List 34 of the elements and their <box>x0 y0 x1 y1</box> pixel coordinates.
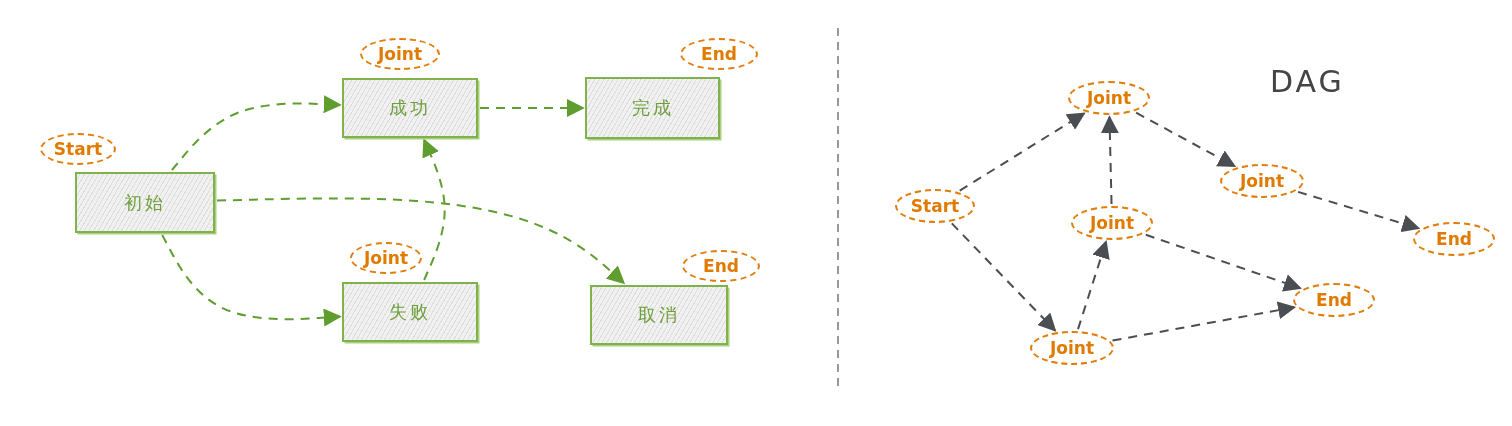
state-ellipse: End <box>682 250 760 282</box>
state-ellipse: Joint <box>1068 81 1150 115</box>
state-ellipse: Joint <box>350 242 422 274</box>
state-ellipse: Joint <box>1030 331 1114 365</box>
state-ellipse: Start <box>40 133 116 165</box>
dashed-arrow <box>1077 240 1110 331</box>
state-ellipse: Joint <box>1071 206 1153 240</box>
state-label: 初始 <box>124 190 166 215</box>
diagram-title: DAG <box>1270 64 1345 99</box>
state-label: 成功 <box>389 96 431 120</box>
state-ellipse: End <box>1413 222 1495 256</box>
dashed-arrow <box>1100 115 1119 205</box>
state-box <box>75 172 215 233</box>
state-box <box>342 78 478 138</box>
dashed-arrow <box>1135 111 1237 168</box>
state-label: 完成 <box>631 96 674 120</box>
state-box <box>590 285 728 345</box>
state-ellipse: Joint <box>1220 164 1304 198</box>
state-ellipse: Start <box>895 189 975 223</box>
dashed-arrow <box>479 99 585 117</box>
dashed-arrow <box>1297 190 1421 233</box>
state-box <box>342 282 478 342</box>
dashed-arrow <box>161 234 342 327</box>
dashed-arrow <box>1111 301 1297 342</box>
state-label: 取消 <box>638 303 680 327</box>
state-ellipse: End <box>680 38 758 70</box>
state-label: 失败 <box>389 300 431 324</box>
dashed-arrow <box>950 222 1057 332</box>
state-ellipse: End <box>1293 283 1375 317</box>
dashed-arrow <box>170 95 342 171</box>
state-ellipse: Joint <box>360 38 440 70</box>
dashed-arrow <box>958 112 1086 192</box>
dashed-arrow <box>216 197 626 285</box>
state-box <box>585 77 720 139</box>
